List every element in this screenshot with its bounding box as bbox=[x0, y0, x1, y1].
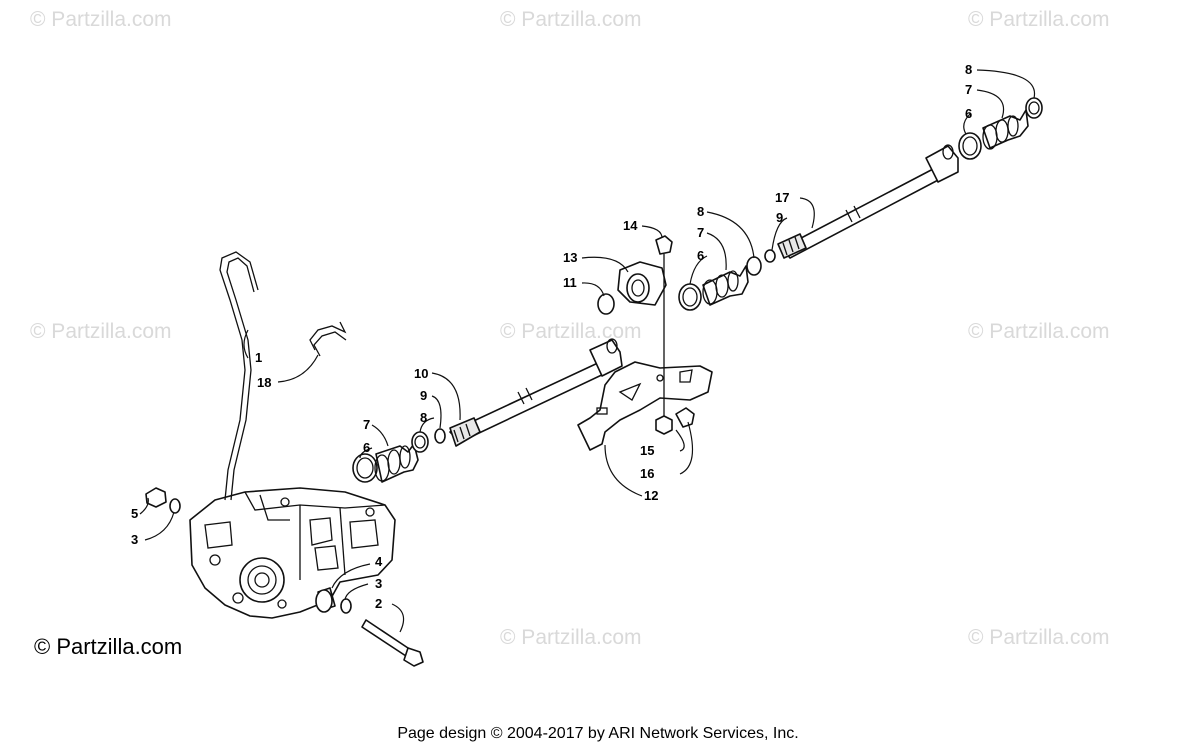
watermark: © Partzilla.com bbox=[968, 8, 1110, 31]
callout-label: 5 bbox=[131, 506, 138, 521]
callout-labels: 1 18 10 9 8 7 6 5 3 4 3 2 14 13 11 15 16… bbox=[131, 62, 972, 611]
callout-label: 3 bbox=[375, 576, 382, 591]
callout-label: 2 bbox=[375, 596, 382, 611]
callout-label: 9 bbox=[420, 388, 427, 403]
callout-label: 9 bbox=[776, 210, 783, 225]
footer-copyright: Page design © 2004-2017 by ARI Network S… bbox=[397, 725, 798, 742]
watermark: © Partzilla.com bbox=[30, 320, 172, 343]
callout-label: 7 bbox=[363, 417, 370, 432]
watermark: © Partzilla.com bbox=[500, 626, 642, 649]
spacer-4 bbox=[315, 587, 352, 614]
watermark: © Partzilla.com bbox=[500, 320, 642, 343]
watermark: © Partzilla.com bbox=[968, 626, 1110, 649]
callout-label: 11 bbox=[563, 275, 577, 290]
watermarks: © Partzilla.com © Partzilla.com © Partzi… bbox=[30, 8, 1110, 659]
vent-hose bbox=[219, 251, 259, 501]
ring-9-lower bbox=[434, 428, 446, 444]
clamp-6-mid bbox=[678, 283, 702, 311]
callout-label: 17 bbox=[775, 190, 789, 205]
shaft-10 bbox=[449, 338, 623, 447]
clamp-8-lower bbox=[411, 431, 429, 453]
clamp-8-upper bbox=[1025, 97, 1043, 119]
callout-label: 7 bbox=[965, 82, 972, 97]
callout-label: 1 bbox=[255, 350, 262, 365]
bolt-15 bbox=[655, 415, 673, 435]
callout-label: 10 bbox=[414, 366, 428, 381]
bolt-2 bbox=[361, 619, 424, 667]
callout-label: 6 bbox=[965, 106, 972, 121]
callout-label: 8 bbox=[697, 204, 704, 219]
clamp-6-upper bbox=[958, 132, 982, 160]
watermark: © Partzilla.com bbox=[500, 8, 642, 31]
callout-label: 8 bbox=[420, 410, 427, 425]
clamp-6-lower bbox=[352, 453, 378, 483]
watermark: © Partzilla.com bbox=[968, 320, 1110, 343]
bearing-13 bbox=[617, 261, 667, 306]
callout-label: 16 bbox=[640, 466, 654, 481]
bolt-14 bbox=[655, 235, 673, 420]
bolt-16 bbox=[675, 407, 695, 428]
callout-label: 18 bbox=[257, 375, 271, 390]
callout-label: 15 bbox=[640, 443, 654, 458]
snap-ring-11 bbox=[597, 293, 615, 315]
boot-7-lower bbox=[374, 443, 419, 483]
watermark: © Partzilla.com bbox=[30, 8, 172, 31]
callout-label: 6 bbox=[363, 440, 370, 455]
callout-label: 7 bbox=[697, 225, 704, 240]
callout-label: 3 bbox=[131, 532, 138, 547]
watermark-main: © Partzilla.com bbox=[34, 634, 182, 659]
gearcase bbox=[189, 487, 396, 619]
shaft-17 bbox=[777, 144, 959, 259]
bracket-12 bbox=[577, 361, 713, 451]
callout-label: 12 bbox=[644, 488, 658, 503]
ring-9-mid bbox=[764, 249, 776, 263]
callout-label: 4 bbox=[375, 554, 383, 569]
clip-18 bbox=[309, 321, 347, 357]
boot-7-upper bbox=[982, 109, 1029, 150]
boot-7-mid bbox=[702, 265, 749, 306]
nut-5 bbox=[145, 487, 181, 514]
callout-label: 8 bbox=[965, 62, 972, 77]
callout-label: 14 bbox=[623, 218, 638, 233]
clamp-8-mid bbox=[746, 256, 762, 276]
leader-lines bbox=[139, 69, 1036, 633]
callout-label: 13 bbox=[563, 250, 577, 265]
callout-label: 6 bbox=[697, 248, 704, 263]
